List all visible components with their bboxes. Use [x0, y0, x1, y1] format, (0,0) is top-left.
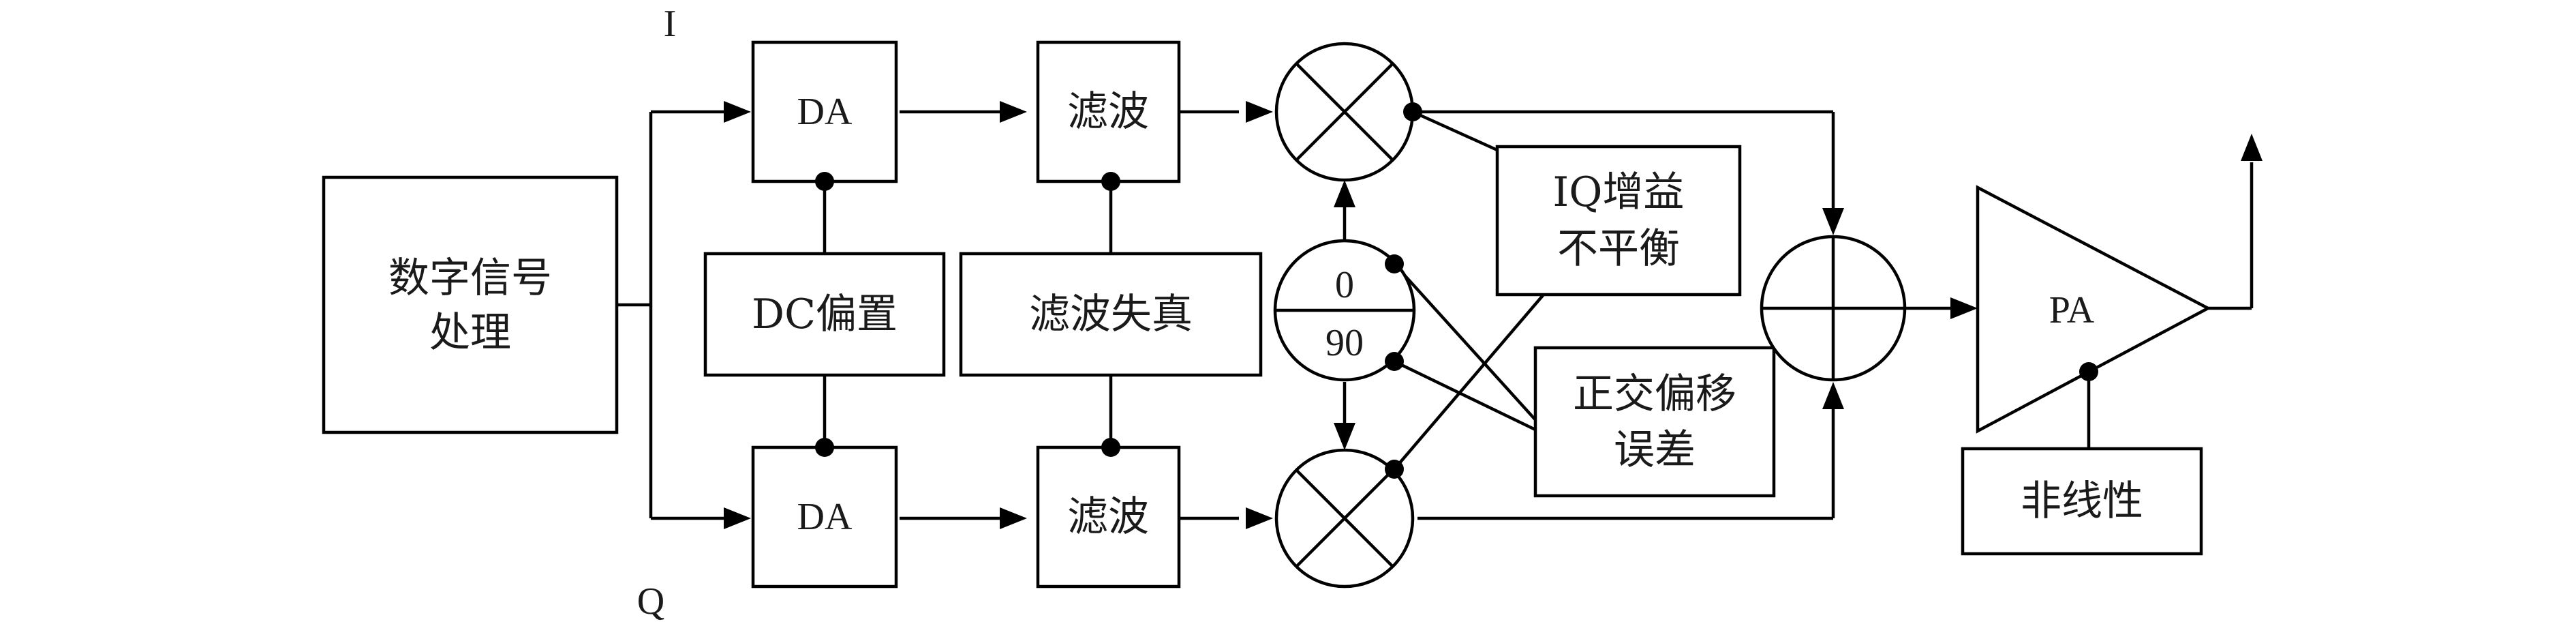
pa-label: PA	[2049, 289, 2095, 331]
quadrature-label-line1: 正交偏移	[1573, 370, 1736, 418]
da-i-label: DA	[797, 91, 853, 133]
da-block-q: DA	[751, 445, 898, 589]
nonlinearity-label: 非线性	[2021, 477, 2143, 525]
junction-dots	[815, 102, 2098, 479]
dsp-label-line2: 处理	[429, 309, 511, 357]
phase-shifter: 0 90	[1273, 239, 1416, 382]
filter-distortion-block: 滤波失真	[959, 252, 1263, 377]
filter-distortion-label: 滤波失真	[1029, 291, 1193, 338]
quadrature-label-line2: 误差	[1614, 426, 1696, 474]
dsp-block: 数字信号 处理	[322, 175, 619, 434]
iq-gain-label-line2: 不平衡	[1557, 225, 1680, 273]
arrowheads	[724, 101, 2263, 529]
signal-label-i: I	[664, 3, 677, 45]
quadrature-offset-error-block: 正交偏移 误差	[1533, 346, 1776, 498]
filter-q-label: 滤波	[1067, 493, 1149, 541]
mixer-q	[1274, 448, 1415, 589]
signal-label-q: Q	[637, 580, 664, 623]
filter-i-label: 滤波	[1067, 88, 1149, 136]
iq-gain-label-line1: IQ增益	[1553, 168, 1685, 216]
filter-block-i: 滤波	[1036, 40, 1181, 183]
nonlinearity-block: 非线性	[1961, 447, 2203, 556]
da-block-i: DA	[751, 40, 898, 183]
summing-junction	[1760, 235, 1907, 382]
phase-shifter-bottom-label: 90	[1325, 322, 1364, 364]
filter-block-q: 滤波	[1036, 445, 1181, 589]
da-q-label: DA	[797, 496, 853, 538]
iq-gain-imbalance-block: IQ增益 不平衡	[1495, 145, 1742, 297]
phase-shifter-top-label: 0	[1335, 264, 1354, 306]
signal-wires	[617, 110, 2254, 520]
mixer-i	[1274, 42, 1415, 182]
power-amplifier: PA	[1976, 185, 2211, 434]
dc-offset-label: DC偏置	[752, 291, 898, 338]
dsp-label-line1: 数字信号	[388, 254, 552, 302]
dc-offset-block: DC偏置	[703, 252, 946, 377]
